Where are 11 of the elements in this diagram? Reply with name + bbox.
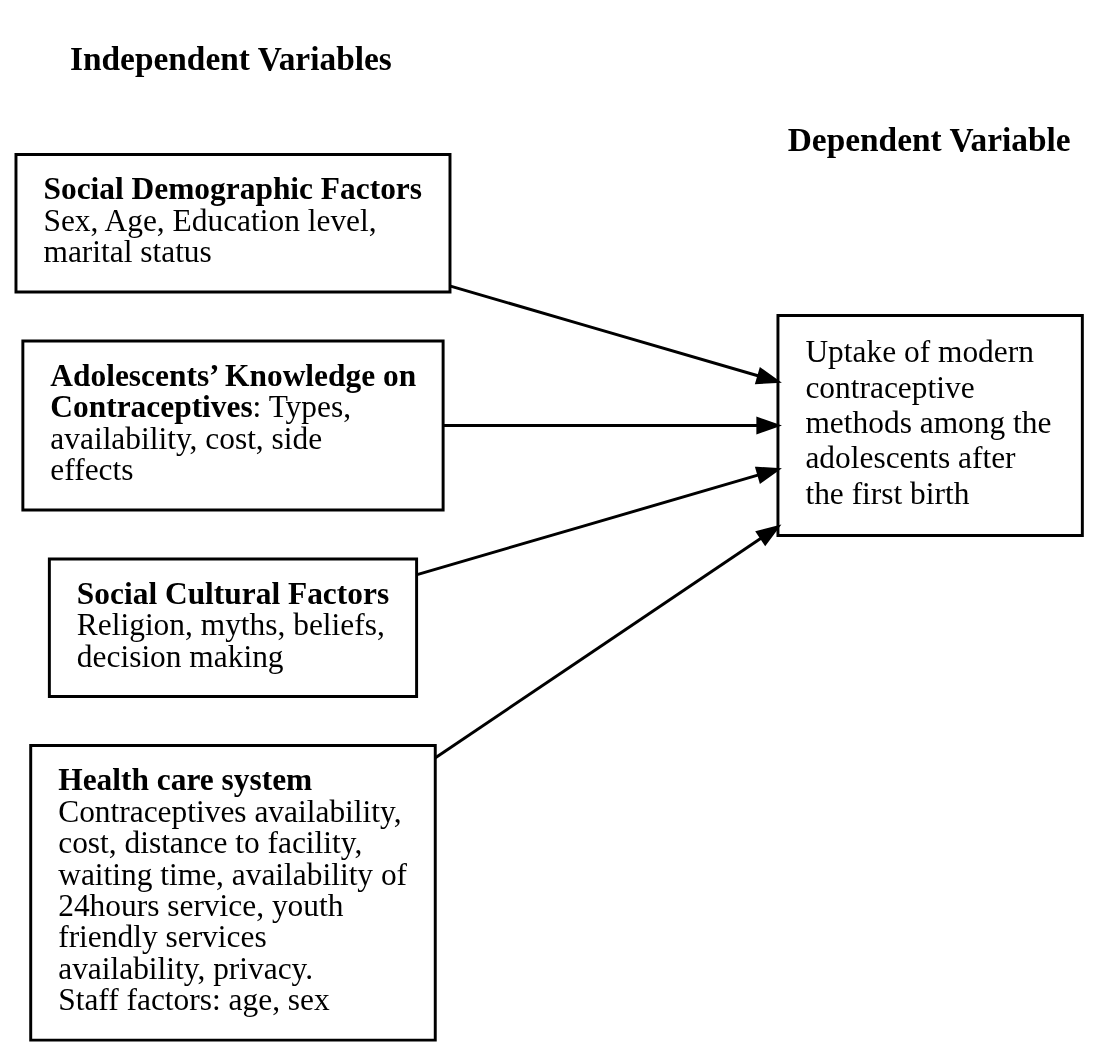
arrow [443,416,782,434]
label: Independent Variables [69,39,392,77]
arrow [416,466,782,576]
node-box: Social Demographic Factors Sex, Age, Education level, marital status [14,152,452,293]
arrow [434,523,782,759]
node-box: Uptake of modern contraceptive methods among the adolescents after the first birth [776,313,1084,537]
arrow [450,284,782,384]
node-box: Social Cultural Factors Religion, myths, beliefs, decision making [47,557,419,698]
node-box: Adolescents’ Knowledge on Contraceptives: Types, availability, cost, side effects [21,339,445,511]
label: Dependent Variable [787,120,1071,158]
node-box: Health care system Contraceptives availability, cost, distance to facility, waiting time, availability of 24hours service, youth friendly services availability, privacy. Staff factors: age, sex [29,743,437,1042]
